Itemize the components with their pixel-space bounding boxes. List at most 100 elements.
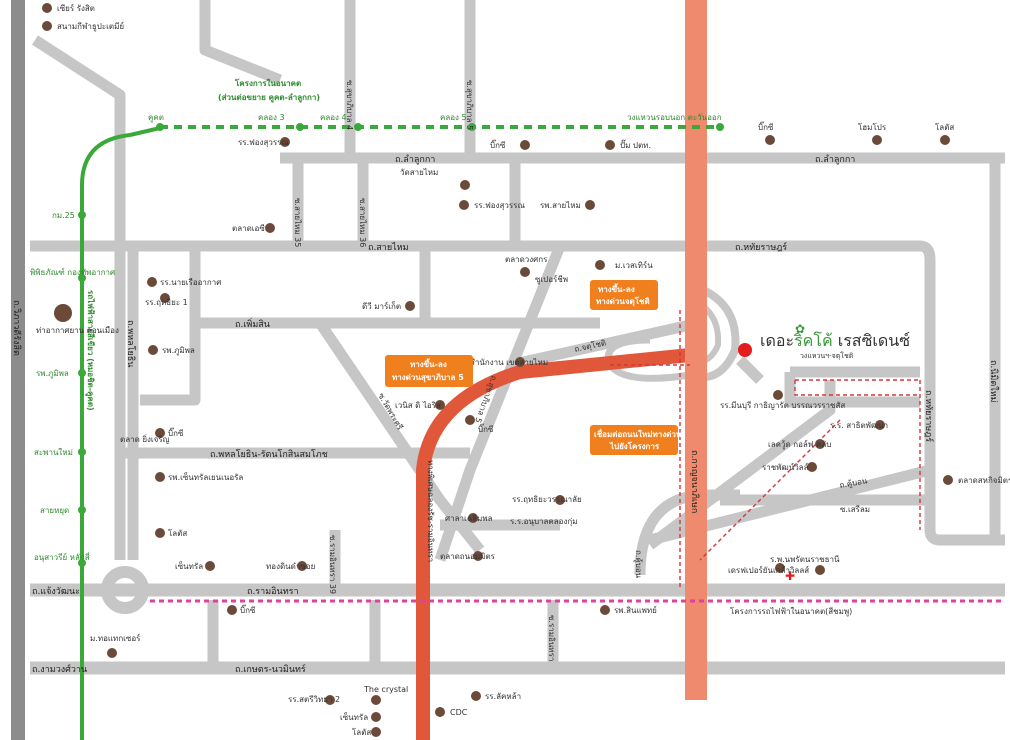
label-ngamwongwan: ถ.งามวงศ์วาน [32,663,87,675]
station-saphanmai: สะพานใหม่ [34,448,73,457]
label-soi-kubon-v: ถ.คู้บอน [633,550,643,579]
svg-text:ราชพัฒน์วิลล์: ราชพัฒน์วิลล์ [762,462,809,472]
svg-text:เดรฟเปอร์ยันเกล้าวิลลส์: เดรฟเปอร์ยันเกล้าวิลลส์ [728,565,809,575]
svg-text:ไปยังโครงการ: ไปยังโครงการ [609,441,660,451]
soi-f [140,246,201,406]
svg-text:ทางขึ้น-ลง: ทางขึ้น-ลง [410,358,447,369]
label-ramindra: ถ.รามอินทรา [247,586,299,597]
svg-text:ทางด่วนสุขาภิบาล 5: ทางด่วนสุขาภิบาล 5 [392,373,464,383]
svg-text:ม.ทอแทกเซอร์: ม.ทอแทกเซอร์ [90,633,141,643]
station-ring-east: วงแหวนรอบนอก ตะวันออก [627,113,722,122]
station-klong4: คลอง 4 [320,113,347,122]
label-phahon-ratsami: ถ.พหลโยธิน-รัตนโกสินสมโภช [210,449,328,460]
svg-text:รพ.สินแพทย์: รพ.สินแพทย์ [614,605,657,615]
label-soi-ramindra-v: ซ.รามอินทรา [547,615,556,661]
label-soi-saimai35: ซ.สายไหม 35 [293,198,302,247]
svg-text:ตลาดวงศกร: ตลาดวงศกร [505,255,548,264]
project-logo: เดอะริคโค้ เรสซิเดนซ์ ✿ วงแหวนฯ-จตุโชติ [760,322,910,360]
svg-text:เซ็นทรัล: เซ็นทรัล [340,712,368,722]
svg-text:รร.ฤทธิยะ 1: รร.ฤทธิยะ 1 [145,298,188,307]
svg-text:บิ๊กซี: บิ๊กซี [478,423,494,434]
svg-text:ตลาด ยิ่งเจริญ: ตลาด ยิ่งเจริญ [120,433,170,444]
green-title-2: (ส่วนต่อขยาย คูคต-ลำลูกกา) [218,93,320,103]
svg-text:ม.เวสเทิร์น: ม.เวสเทิร์น [615,260,653,270]
svg-text:ร.ร. สาธิตพัฒนา: ร.ร. สาธิตพัฒนา [830,421,888,430]
svg-text:รร.สตรีวิทยา 2: รร.สตรีวิทยา 2 [288,695,340,704]
svg-text:The crystal: The crystal [363,685,408,694]
svg-text:โลตัส: โลตัส [168,528,187,538]
svg-text:โลตัส: โลตัส [935,122,954,132]
callout-chatuchot: ทางขึ้น-ลง ทางด่วนจตุโชติ [590,280,658,310]
svg-text:ปั๊ม ปตท.: ปั๊ม ปตท. [620,139,651,150]
svg-text:บิ๊กซี: บิ๊กซี [758,121,774,132]
svg-text:เซ็นทรัล: เซ็นทรัล [175,561,203,571]
poi-dots [42,3,953,737]
svg-text:วัดสายไหม: วัดสายไหม [400,168,438,177]
diag-road-topleft [32,35,126,560]
roundabout [101,566,149,614]
label-soi-klong5: ซ.สุขาภิบาล 5 [465,80,474,130]
label-phemsin: ถ.เพิ่มสิน [235,317,270,330]
callout-sukhaphiban5: ทางขึ้น-ลง ทางด่วนสุขาภิบาล 5 [385,355,473,387]
svg-text:ตลาดสหกิจมิตร: ตลาดสหกิจมิตร [958,476,1010,485]
svg-text:ตลาดเอซี: ตลาดเอซี [232,224,265,233]
label-hathairat: ถ.หทัยราษฎร์ [735,241,787,253]
label-vibhavadi: ถ.วิภาวดีรังสิต [11,300,22,356]
svg-text:เชื่อมต่อถนนใหม่ทางด่วน: เชื่อมต่อถนนใหม่ทางด่วน [594,428,682,439]
svg-text:รร.นายเรืออากาศ: รร.นายเรืออากาศ [160,278,221,287]
svg-text:ร.พ.นพรัตนราชธานี: ร.พ.นพรัตนราชธานี [770,555,840,564]
soi-right-3 [736,356,764,384]
label-soi-sailom: ซ.เสรีลม [840,505,870,514]
svg-text:CDC: CDC [450,708,468,717]
interchange-loop-outer [688,281,740,382]
svg-text:ดีวี มาร์เก็ต: ดีวี มาร์เก็ต [362,301,401,311]
label-soi-ramindra39: ซ.รามอินทรา 39 [328,535,337,594]
label-soi-saimai36: ซ.สายไหม 36 [358,198,367,247]
svg-text:โลตัส: โลตัส [352,727,371,737]
svg-text:รร.ฟองสุวรรณ: รร.ฟองสุวรรณ [474,201,525,210]
station-kukot: คูคต [148,113,164,123]
label-lamlukka: ถ.ลำลูกกา [395,154,435,165]
label-pink-line: โครงการรถไฟฟ้าในอนาคต(สีชมพู) [730,606,852,617]
label-nimitmai: ถ.นิมิตใหม่ [988,360,999,403]
svg-text:ทางขึ้น-ลง: ทางขึ้น-ลง [598,283,635,294]
svg-text:สำนักงาน เขตสายไหม: สำนักงาน เขตสายไหม [470,358,548,367]
station-km25: กม.25 [52,211,75,220]
station-air-museum: พิพิธภัณฑ์ กองทัพอากาศ [30,267,115,277]
leaf-icon: ✿ [795,322,805,336]
svg-text:ร.ร.อนุบาลคลองกุ่ม: ร.ร.อนุบาลคลองกุ่ม [510,517,578,526]
svg-text:เลควู้ด กอล์ฟ คลับ: เลควู้ด กอล์ฟ คลับ [768,439,831,450]
svg-text:เซียร์ รังสิต: เซียร์ รังสิต [57,3,95,13]
label-saimai: ถ.สายไหม [368,242,409,253]
callout-new-road: เชื่อมต่อถนนใหม่ทางด่วน ไปยังโครงการ [590,425,682,455]
project-location-marker [738,343,752,357]
label-hathairat-v: ถ.หทัยราษฎร์ [923,390,935,442]
station-bhumibol: รพ.ภูมิพล [36,369,69,379]
expressway-route [416,348,691,740]
station-klong3: คลอง 3 [258,113,285,122]
svg-text:เวนิส ดิ ไอริส: เวนิส ดิ ไอริส [395,401,441,410]
label-kanchanaphisek: ถ.กาญจนาภิเษก [689,450,700,513]
chatuchot-road [508,319,692,371]
svg-text:สนามกีฬาธูปะเตมีย์: สนามกีฬาธูปะเตมีย์ [57,21,124,32]
svg-text:รร.มีนบุรี กาธิญารัต บรรณวรราช: รร.มีนบุรี กาธิญารัต บรรณวรราชสัส [720,401,845,410]
label-chaengwattana: ถ.แจ้งวัฒนะ [32,586,80,597]
access-arrows [610,310,921,590]
kanchanaphisek-road [685,0,707,700]
soi-right-2 [784,372,920,408]
svg-text:รพ.เซ็นทรัลเยนเนอรัล: รพ.เซ็นทรัลเยนเนอรัล [168,472,243,482]
svg-text:บิ๊กซี: บิ๊กซี [168,427,184,438]
label-soi-klong4: ซ.สุขาภิบาล 4 [345,80,354,130]
label-kaset-nawamin: ถ.เกษตร-นวมินทร์ [235,663,306,675]
station-laksi-monument: อนุสาวรีย์ หลักสี่ [34,551,90,562]
soi-watphrai [315,319,485,554]
svg-text:รร.ลัคหล้า: รร.ลัคหล้า [485,692,521,701]
svg-text:ท่าอากาศยาน ดอนเมือง: ท่าอากาศยาน ดอนเมือง [36,326,119,335]
svg-text:รพ.สายไหม: รพ.สายไหม [540,201,581,210]
svg-text:รร.ฤทธิยะวรรณาลัย: รร.ฤทธิยะวรรณาลัย [512,495,582,504]
svg-text:เดอะริคโค้ เรสซิเดนซ์: เดอะริคโค้ เรสซิเดนซ์ [760,331,910,350]
svg-text:โฮมโปร: โฮมโปร [858,122,887,132]
svg-text:รร.ฟองสุวรรณ: รร.ฟองสุวรรณ [238,138,289,147]
